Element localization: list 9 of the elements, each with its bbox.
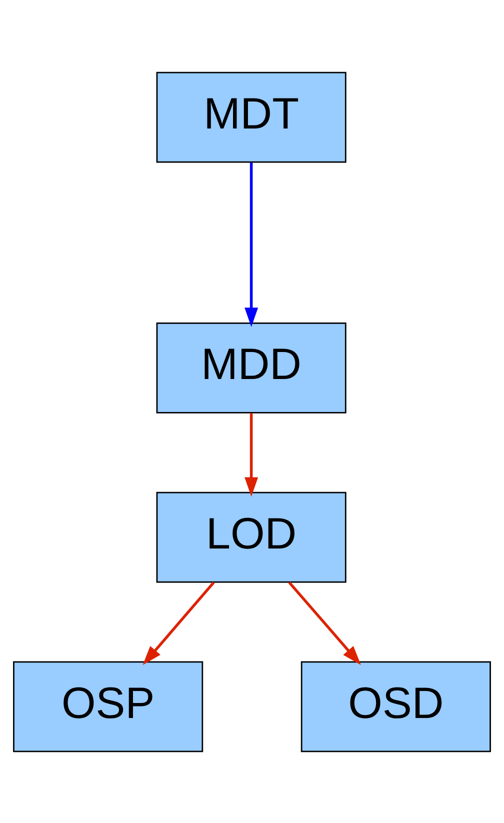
arrow: [142, 581, 215, 665]
node-box: OSD: [300, 660, 491, 752]
arrow: [244, 162, 258, 326]
node-box: MDT: [156, 71, 346, 162]
node-box: OSP: [13, 660, 204, 752]
node-box: MDD: [156, 322, 346, 413]
arrow: [244, 412, 258, 496]
node-box: LOD: [156, 491, 346, 582]
arrow: [288, 581, 361, 664]
